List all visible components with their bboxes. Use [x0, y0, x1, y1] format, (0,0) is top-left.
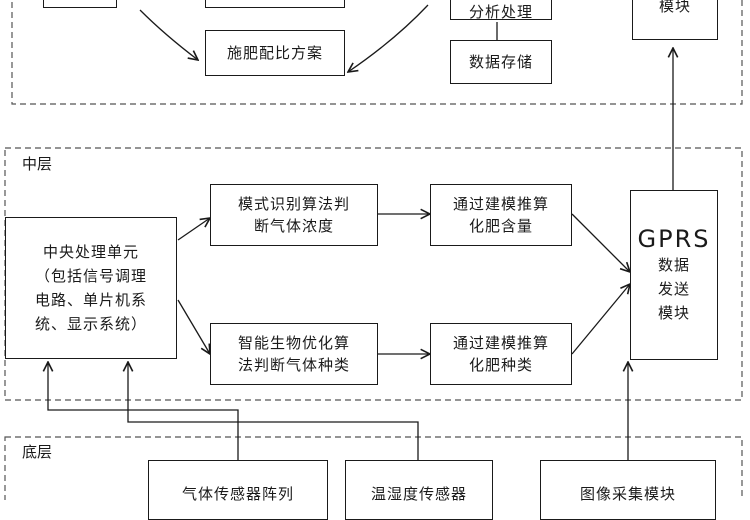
- diagram: 中层 底层 分析处理 施肥配比方案 数据存储 模块 中央处理单元 （包括信号调理…: [4, 0, 743, 520]
- arrow-from-analysis-to-plan: [348, 4, 429, 72]
- temp-humidity-sensor-label: 温湿度传感器: [370, 485, 467, 503]
- pattern-recognition-label: 模式识别算法判 断气体浓度: [237, 195, 350, 235]
- top-left-box: [43, 0, 117, 8]
- gprs-title: GPRS: [637, 225, 711, 253]
- bottom-layer-label: 底层: [22, 443, 53, 461]
- arrow-cpu-to-bio: [177, 299, 210, 354]
- data-storage-box: 数据存储: [450, 40, 552, 84]
- model-type-box: 通过建模推算 化肥种类: [430, 323, 572, 385]
- arrow-model-content-to-gprs: [571, 213, 630, 272]
- arrow-temp-sensor-to-cpu-right: [128, 362, 419, 460]
- diagram-connectors: [4, 0, 743, 500]
- central-processing-unit-box: 中央处理单元 （包括信号调理 电路、单片机系 统、显示系统）: [5, 217, 177, 359]
- image-capture-module-label: 图像采集模块: [579, 485, 676, 503]
- gas-sensor-array-label: 气体传感器阵列: [181, 485, 294, 503]
- arrow-cpu-to-pattern: [177, 218, 210, 241]
- top-middle-box: [205, 0, 345, 8]
- model-content-label: 通过建模推算 化肥含量: [452, 195, 549, 235]
- bottom-layer-boundary: [4, 436, 743, 500]
- model-type-label: 通过建模推算 化肥种类: [452, 334, 549, 374]
- data-storage-label: 数据存储: [468, 53, 533, 71]
- gprs-module-label: 数据 发送 模块: [657, 256, 690, 322]
- bio-optimization-label: 智能生物优化算 法判断气体种类: [237, 334, 350, 374]
- analysis-box: 分析处理: [450, 0, 552, 21]
- central-processing-unit-label: 中央处理单元 （包括信号调理 电路、单片机系 统、显示系统）: [34, 243, 147, 333]
- arrow-gas-sensor-to-cpu-left: [48, 362, 239, 460]
- gas-sensor-array-box: 气体传感器阵列: [148, 460, 328, 520]
- top-layer-boundary: [11, 0, 743, 105]
- analysis-label: 分析处理: [468, 3, 533, 21]
- fertilizer-plan-label: 施肥配比方案: [226, 44, 323, 62]
- middle-layer-label: 中层: [22, 155, 53, 173]
- fertilizer-plan-box: 施肥配比方案: [205, 30, 345, 76]
- arrow-to-fertilizer-plan: [139, 9, 198, 60]
- arrow-model-type-to-gprs: [571, 284, 630, 355]
- top-module-box: 模块: [632, 0, 718, 40]
- temp-humidity-sensor-box: 温湿度传感器: [345, 460, 493, 520]
- pattern-recognition-box: 模式识别算法判 断气体浓度: [210, 184, 378, 246]
- gprs-module-box: GPRS 数据 发送 模块: [630, 190, 718, 360]
- bio-optimization-box: 智能生物优化算 法判断气体种类: [210, 323, 378, 385]
- image-capture-module-box: 图像采集模块: [540, 460, 716, 520]
- top-module-label: 模块: [658, 0, 691, 15]
- model-content-box: 通过建模推算 化肥含量: [430, 184, 572, 246]
